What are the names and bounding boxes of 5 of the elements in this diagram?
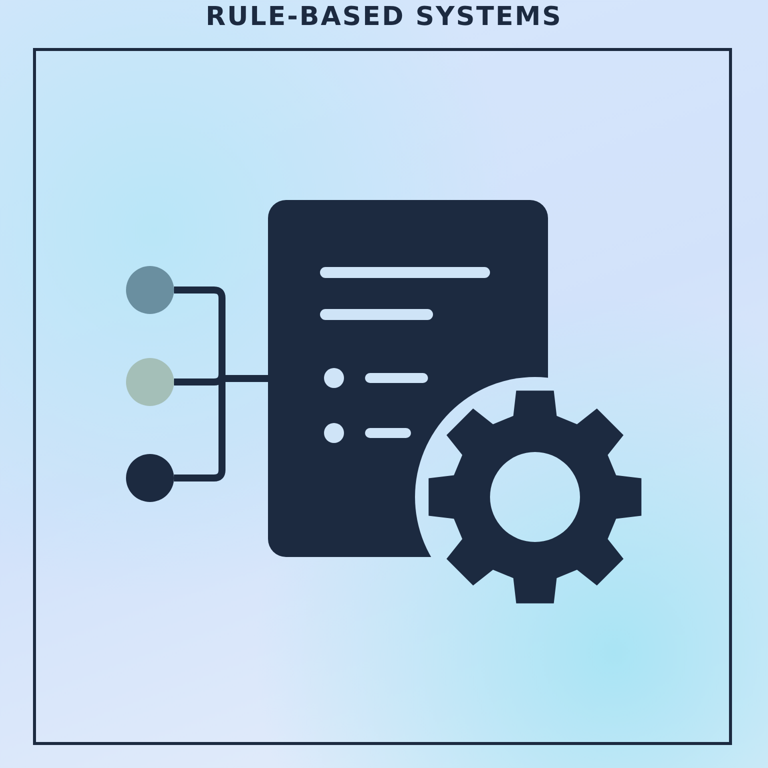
- node-circle: [126, 266, 174, 314]
- node-circle: [126, 454, 174, 502]
- document-gear-icon: [268, 200, 642, 604]
- node-circle: [126, 358, 174, 406]
- title: RULE-BASED SYSTEMS: [204, 2, 564, 32]
